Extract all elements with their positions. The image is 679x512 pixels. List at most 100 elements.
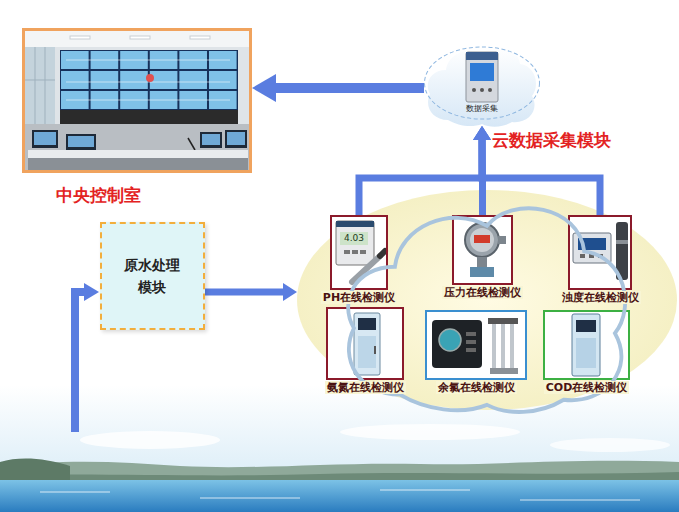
pressure-gauge-picture: [477, 257, 487, 267]
ph-meter-picture: [332, 217, 386, 288]
box-label: 原水处理 模块: [120, 254, 184, 299]
seaside-scenery: [340, 424, 520, 440]
control-room-photo: [202, 134, 220, 145]
pressure-gauge-picture: [454, 217, 511, 283]
instrument-label: PH在线检测仪: [321, 291, 397, 304]
control-room-photo: [28, 150, 248, 158]
control-room-photo: [25, 31, 249, 47]
control-room-photo: [66, 60, 230, 100]
ellipse-outline: [425, 47, 540, 119]
control-room-photo: [188, 138, 195, 150]
control-room-photo: [66, 134, 96, 150]
pressure-gauge-picture: [498, 236, 506, 244]
ammonia-analyzer-picture: [328, 309, 402, 378]
control-room-photo: [60, 110, 238, 124]
turbidity-meter-picture: [580, 254, 585, 258]
data-collector-device: [472, 88, 476, 92]
inlet-arrow: [84, 283, 99, 301]
instrument-label: 氨氮在线检测仪: [325, 381, 406, 394]
control-room-photo: [25, 31, 249, 170]
device-caption: 数据采集: [462, 104, 502, 114]
pressure-gauge-picture: [465, 223, 499, 257]
seaside-scenery: [0, 459, 70, 482]
module-title: 云数据采集模块: [492, 130, 611, 150]
pressure-gauge-picture: [470, 267, 494, 277]
instrument-label: 压力在线检测仪: [442, 286, 523, 299]
control-room-photo: [68, 136, 94, 147]
control-room-photo: [32, 130, 58, 148]
ph-meter-picture: [352, 250, 358, 254]
ph-meter-picture: [336, 221, 374, 227]
room-title: 中央控制室: [56, 185, 141, 205]
pressure-gauge-picture: [470, 228, 494, 252]
flow-arrow: [276, 83, 424, 93]
instrument-box: 余氯在线检测仪: [425, 310, 527, 380]
cloud-fill: [428, 47, 536, 127]
data-collector-device: [480, 88, 484, 92]
chlorine-analyzer-picture: [466, 332, 476, 336]
cod-analyzer-picture: [576, 338, 596, 368]
seaside-scenery: [550, 438, 670, 452]
control-room-photo: [70, 36, 90, 39]
instrument-label: 余氯在线检测仪: [436, 381, 517, 394]
inlet-arrow: [75, 292, 84, 432]
ammonia-analyzer-picture: [374, 346, 376, 354]
inlet-arrow: [75, 283, 99, 432]
seaside-scenery: [80, 431, 220, 449]
control-room-photo: [190, 36, 210, 39]
instrument-label: 浊度在线检测仪: [560, 291, 641, 304]
chlorine-analyzer-picture: [466, 348, 476, 352]
flow-arrow: [359, 140, 482, 215]
chlorine-analyzer-picture: [490, 368, 518, 374]
cod-analyzer-picture: [576, 320, 596, 332]
ph-meter-picture: [360, 250, 366, 254]
control-room-photo: [25, 124, 249, 170]
instrument-group: PH在线检测仪 压力在线检测仪 浊度在线检测仪氨氮在线检测仪 余氯在线检测仪 COD在线…: [297, 190, 677, 410]
data-collector-device: [466, 52, 498, 102]
turbidity-meter-picture: [616, 240, 628, 244]
data-collector-device: [466, 52, 498, 102]
flow-arrow: [482, 140, 600, 215]
control-room-photo: [25, 47, 55, 124]
seaside-scenery: [40, 490, 640, 500]
seaside-scenery: [0, 385, 679, 512]
data-collector-device: [488, 88, 492, 92]
control-room-photo: [60, 50, 238, 110]
instrument-label: COD在线检测仪: [544, 381, 630, 394]
ph-meter-picture: [332, 217, 386, 288]
seaside-scenery: [0, 480, 679, 512]
control-room-photo: [225, 130, 247, 148]
flow-arrow: [205, 289, 283, 296]
data-collector-device: [470, 63, 494, 81]
control-room-photo: [146, 74, 154, 82]
chlorine-analyzer-picture: [466, 340, 476, 344]
cod-analyzer-picture: [545, 312, 628, 378]
cloud-fill: [428, 47, 536, 127]
control-room-frame: 中央控制室: [22, 28, 252, 173]
ammonia-analyzer-picture: [358, 318, 376, 330]
data-collector-device: [466, 52, 498, 60]
ammonia-analyzer-picture: [328, 309, 402, 378]
chlorine-analyzer-picture: [427, 312, 525, 378]
control-room-photo: [25, 31, 249, 170]
cloud-outline: [348, 208, 625, 412]
chlorine-analyzer-picture: [494, 324, 512, 370]
ph-meter-picture: [340, 232, 368, 245]
ph-meter-picture: [380, 251, 385, 256]
cod-analyzer-picture: [545, 312, 628, 378]
seaside-scenery: [0, 461, 679, 482]
chlorine-analyzer-picture: [432, 320, 482, 368]
undefined-outline: [424, 40, 540, 126]
ammonia-analyzer-picture: [358, 336, 376, 368]
process-box: 原水处理 模块: [100, 222, 205, 330]
pressure-gauge-picture: [474, 235, 490, 243]
control-room-photo: [60, 50, 238, 110]
ammonia-analyzer-picture: [354, 313, 380, 375]
chlorine-analyzer-picture: [439, 329, 461, 351]
ph-meter-picture: [336, 221, 374, 265]
control-room-photo: [28, 158, 248, 170]
